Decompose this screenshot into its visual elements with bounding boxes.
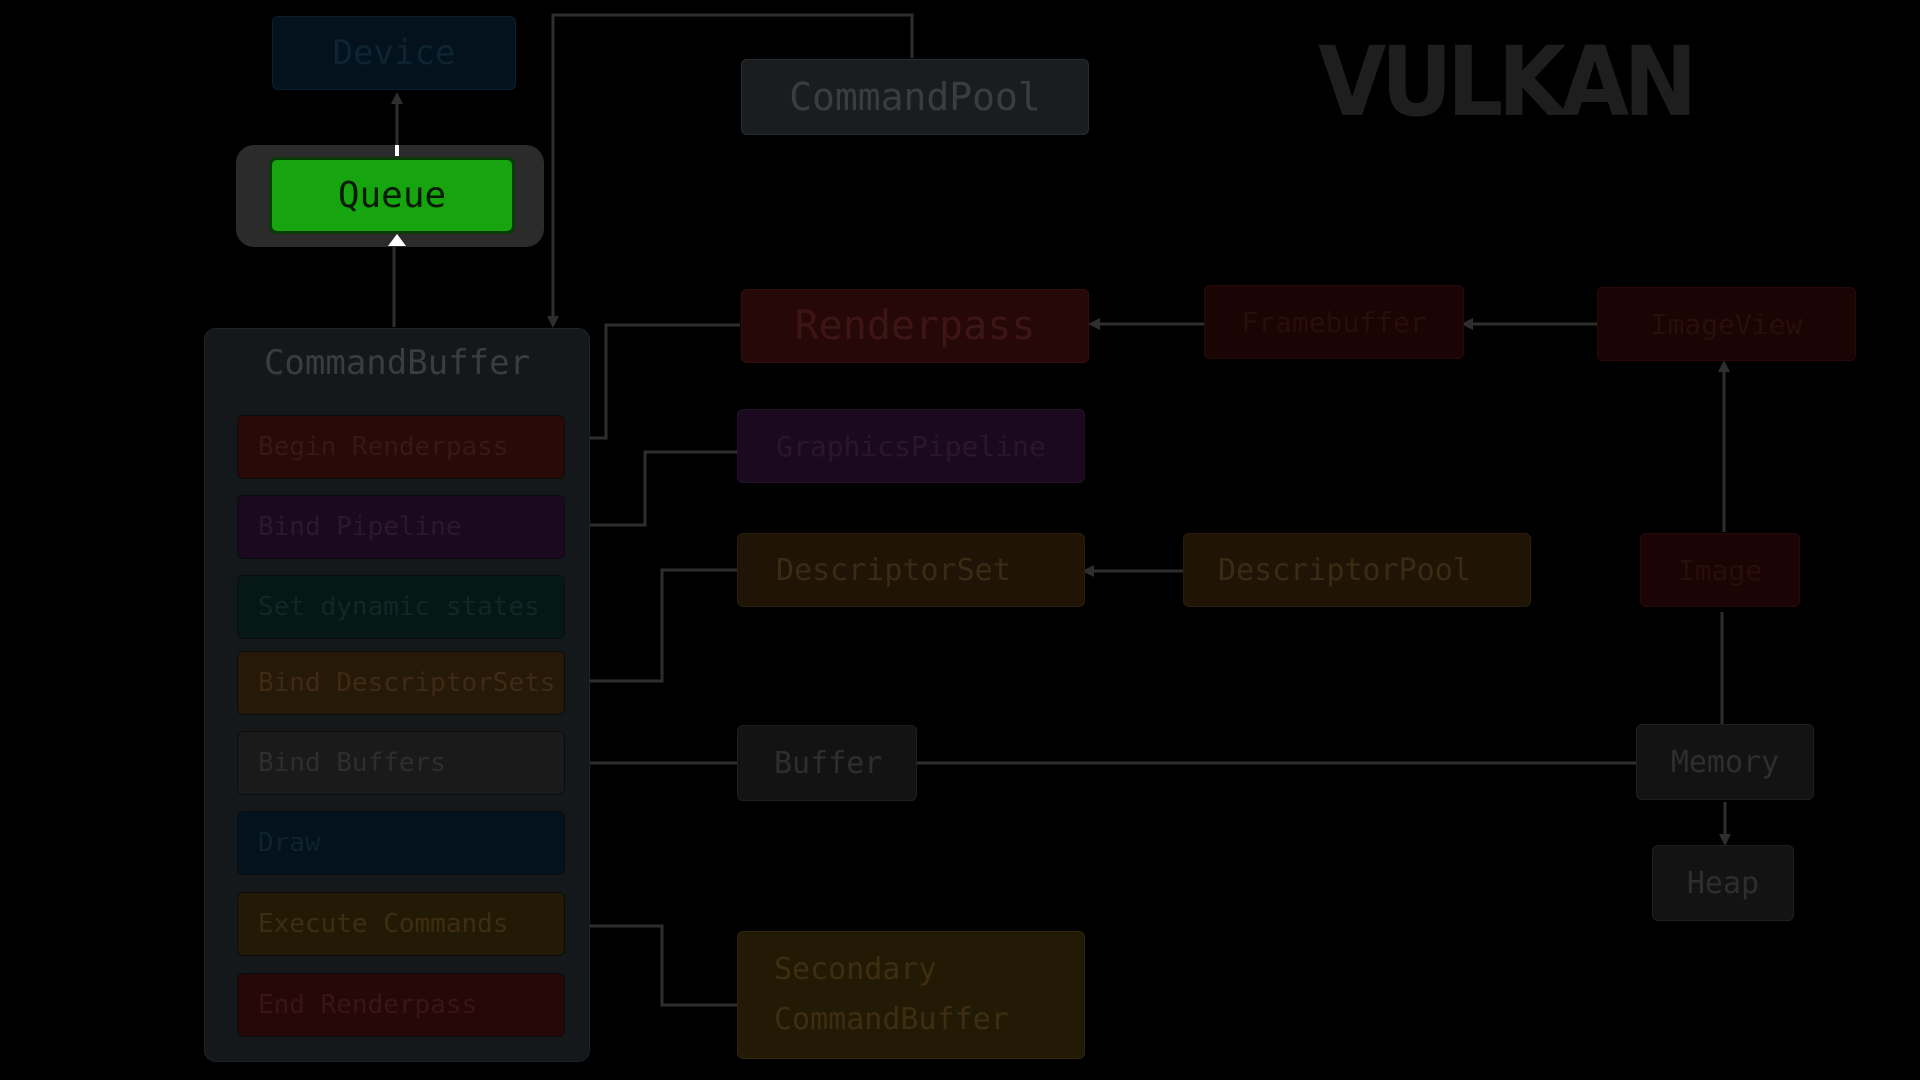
- cmd-label: Bind Buffers: [258, 748, 446, 778]
- cmd-label: End Renderpass: [258, 990, 478, 1020]
- cmd-begin-renderpass[interactable]: Begin Renderpass: [237, 415, 565, 479]
- descriptor-set-label: DescriptorSet: [776, 552, 1011, 588]
- cmd-bind-pipeline[interactable]: Bind Pipeline: [237, 495, 565, 559]
- framebuffer-label: Framebuffer: [1241, 305, 1427, 339]
- memory-node[interactable]: Memory: [1636, 724, 1814, 800]
- command-pool-label: CommandPool: [789, 75, 1041, 119]
- cmd-label: Set dynamic states: [258, 592, 540, 622]
- renderpass-label: Renderpass: [794, 303, 1036, 349]
- secondary-label-line2: CommandBuffer: [774, 1002, 1009, 1037]
- graphics-pipeline-node[interactable]: GraphicsPipeline: [737, 409, 1085, 483]
- descriptor-pool-label: DescriptorPool: [1218, 552, 1471, 588]
- heap-node[interactable]: Heap: [1652, 845, 1794, 921]
- cmd-label: Begin Renderpass: [258, 432, 509, 462]
- queue-arrow-icons: [388, 145, 406, 246]
- renderpass-node[interactable]: Renderpass: [741, 289, 1089, 363]
- buffer-label: Buffer: [774, 745, 883, 781]
- cmd-bind-descriptorsets[interactable]: Bind DescriptorSets: [237, 651, 565, 715]
- secondary-label-line1: Secondary: [774, 952, 937, 987]
- descriptor-pool-node[interactable]: DescriptorPool: [1183, 533, 1531, 607]
- command-pool-node[interactable]: CommandPool: [741, 59, 1089, 135]
- device-label: Device: [332, 33, 456, 73]
- cmd-draw[interactable]: Draw: [237, 811, 565, 875]
- vulkan-title: VULKAN: [1318, 26, 1697, 138]
- command-buffer-title: CommandBuffer: [263, 343, 531, 383]
- image-view-node[interactable]: ImageView: [1597, 287, 1856, 361]
- memory-label: Memory: [1670, 744, 1780, 780]
- cmd-bind-buffers[interactable]: Bind Buffers: [237, 731, 565, 795]
- framebuffer-node[interactable]: Framebuffer: [1204, 285, 1464, 359]
- buffer-node[interactable]: Buffer: [737, 725, 917, 801]
- image-view-label: ImageView: [1650, 307, 1803, 341]
- cmd-label: Execute Commands: [258, 909, 509, 939]
- secondary-command-buffer-node[interactable]: Secondary CommandBuffer: [737, 931, 1085, 1059]
- cmd-end-renderpass[interactable]: End Renderpass: [237, 973, 565, 1037]
- queue-node[interactable]: Queue: [269, 157, 515, 234]
- device-node[interactable]: Device: [272, 16, 516, 90]
- heap-label: Heap: [1686, 865, 1760, 901]
- cmd-label: Bind DescriptorSets: [258, 668, 556, 698]
- queue-label: Queue: [337, 175, 447, 216]
- image-label: Image: [1677, 553, 1763, 587]
- cmd-set-dynamic-states[interactable]: Set dynamic states: [237, 575, 565, 639]
- descriptor-set-node[interactable]: DescriptorSet: [737, 533, 1085, 607]
- graphics-pipeline-label: GraphicsPipeline: [776, 429, 1046, 463]
- cmd-label: Bind Pipeline: [258, 512, 462, 542]
- cmd-label: Draw: [258, 828, 321, 858]
- cmd-execute-commands[interactable]: Execute Commands: [237, 892, 565, 956]
- image-node[interactable]: Image: [1640, 533, 1800, 607]
